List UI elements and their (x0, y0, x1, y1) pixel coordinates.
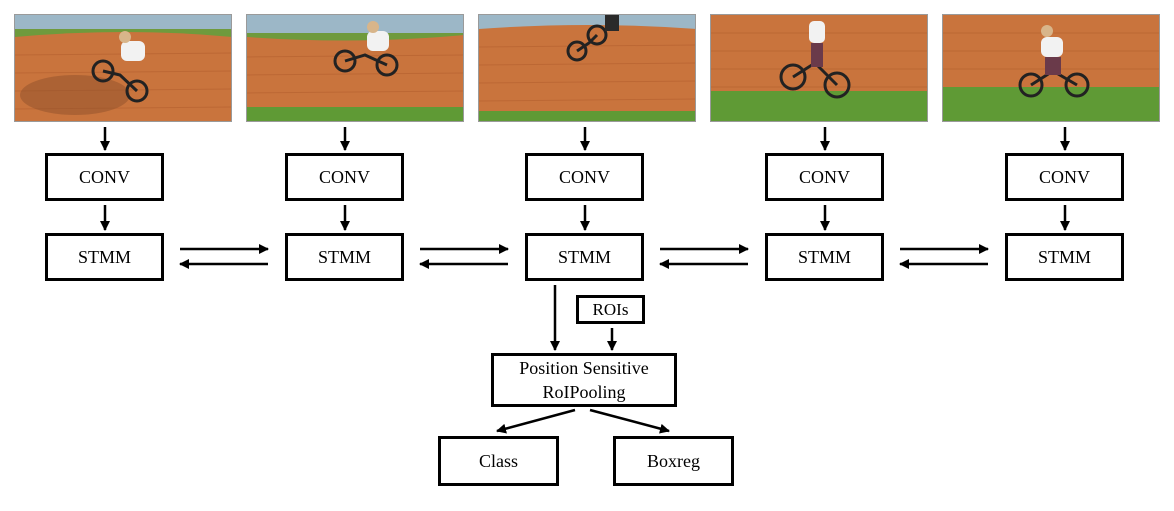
stmm-box-4: STMM (765, 233, 884, 281)
video-frame-2 (246, 14, 464, 122)
conv-box-5: CONV (1005, 153, 1124, 201)
bmx-rider-frame-1-image (15, 15, 231, 121)
conv-box-4: CONV (765, 153, 884, 201)
arrow-pooling-to-class (496, 408, 576, 434)
stmm-box-1: STMM (45, 233, 164, 281)
rois-box: ROIs (576, 295, 645, 324)
position-sensitive-roipooling-box: Position Sensitive RoIPooling (491, 353, 677, 407)
stmm-box-3: STMM (525, 233, 644, 281)
bmx-rider-frame-3-image (479, 15, 695, 121)
class-head-box: Class (438, 436, 559, 486)
stmm-box-2: STMM (285, 233, 404, 281)
bmx-rider-frame-2-image (247, 15, 463, 121)
stmm-box-5: STMM (1005, 233, 1124, 281)
conv-box-2: CONV (285, 153, 404, 201)
bmx-rider-frame-4-image (711, 15, 927, 121)
bmx-rider-frame-5-image (943, 15, 1159, 121)
boxreg-head-box: Boxreg (613, 436, 734, 486)
video-frame-4 (710, 14, 928, 122)
conv-box-3: CONV (525, 153, 644, 201)
video-frame-5 (942, 14, 1160, 122)
conv-box-1: CONV (45, 153, 164, 201)
arrow-pooling-to-boxreg (589, 408, 670, 434)
video-frame-1 (14, 14, 232, 122)
video-frame-3 (478, 14, 696, 122)
